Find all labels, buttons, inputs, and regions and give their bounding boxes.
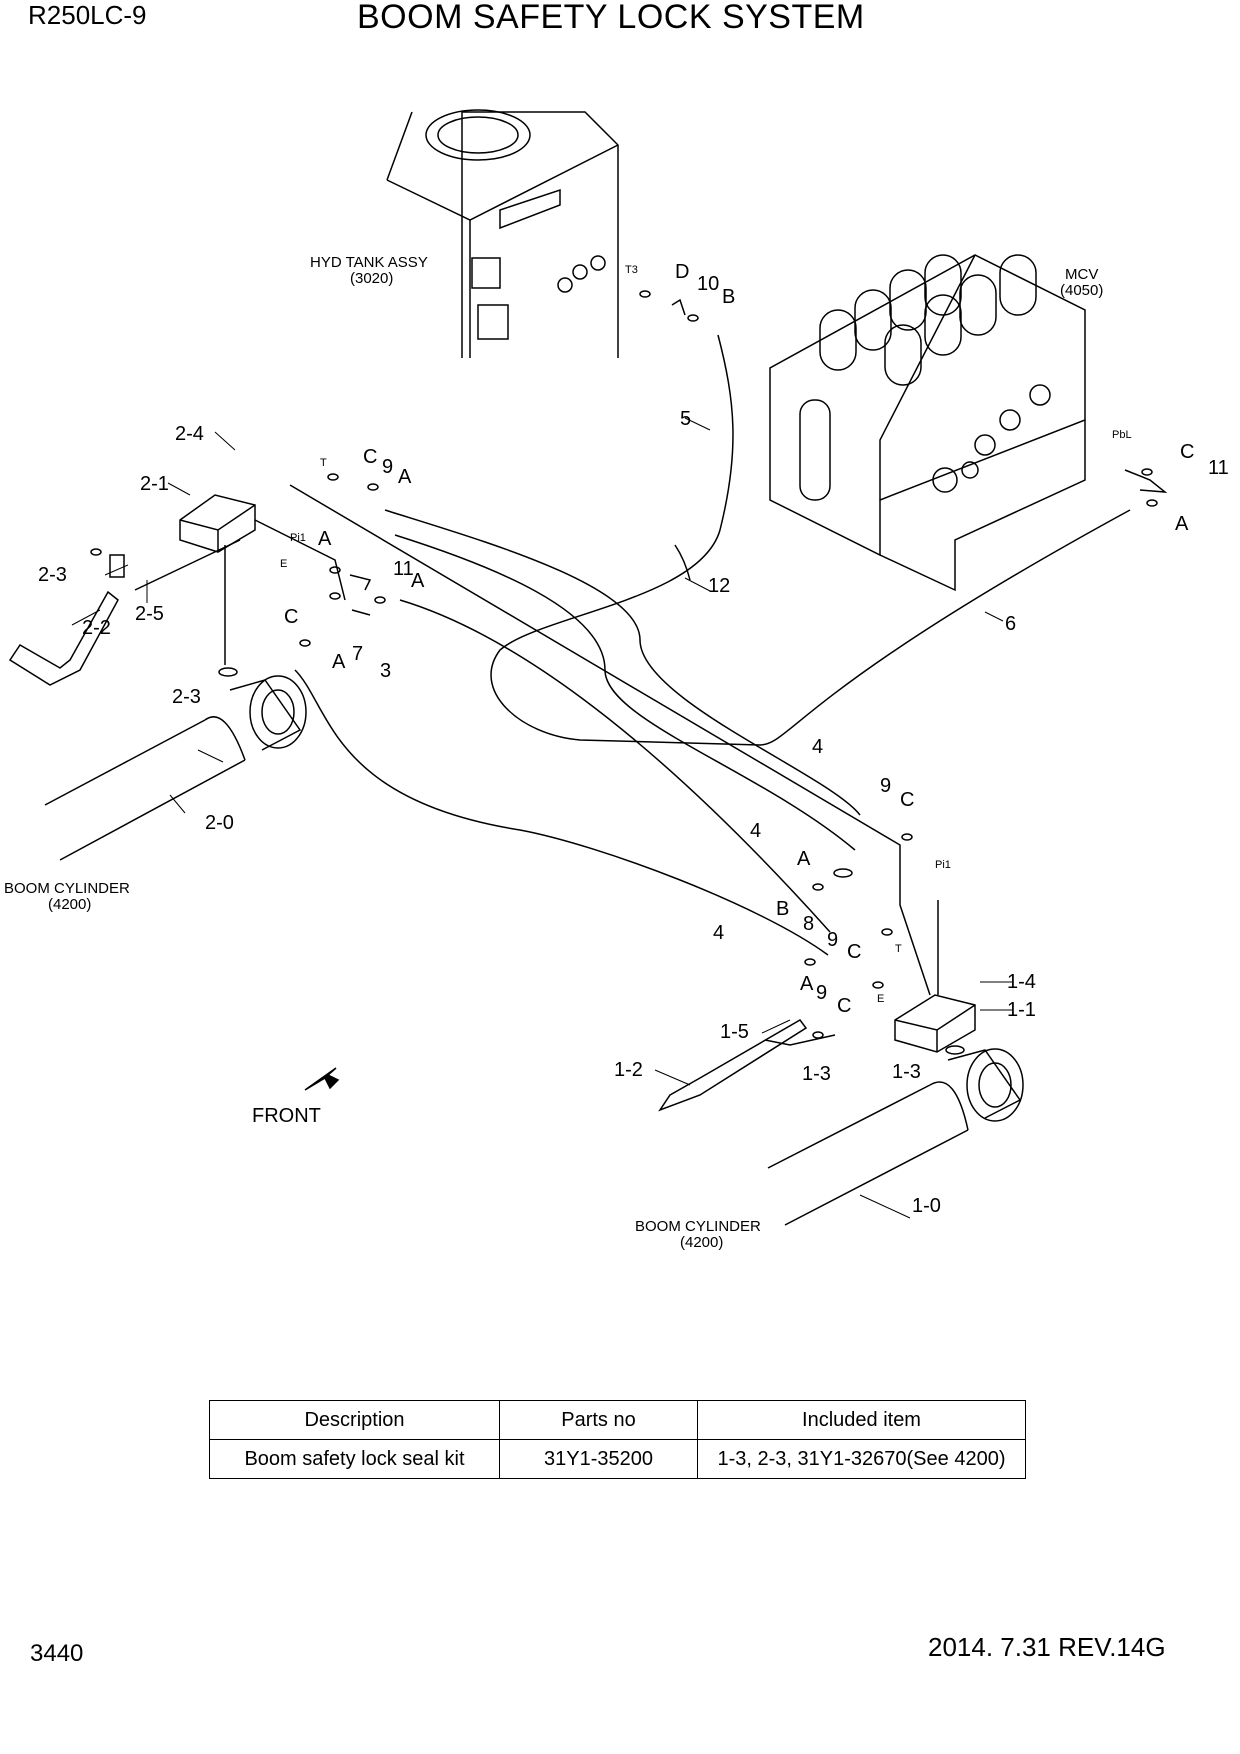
boom-cylinder-left-code: (4200) [48,896,91,913]
lever-2-2-drawing [8,590,119,686]
callout-2-3-b: 2-3 [172,686,201,708]
callout-2-3: 2-3 [38,564,67,586]
bracket-2-2 [109,554,125,578]
hoses [134,334,1131,1046]
model-number: R250LC-9 [28,0,147,30]
page-number: 3440 [30,1640,84,1667]
callout-2-4: 2-4 [175,423,204,445]
boom-cylinder-right-drawing [767,1048,1024,1226]
callout-2-2: 2-2 [82,617,111,639]
callout-9-c: 9 [827,929,838,951]
callout-b: B [722,286,735,308]
cell-description: Boom safety lock seal kit [209,1439,500,1479]
page-title: BOOM SAFETY LOCK SYSTEM [357,0,865,36]
callouts: T3 D 10 B 5 2-4 T C 9 A 2-1 Pi1 A E 11 A… [38,261,1229,1217]
hyd-tank-caption: HYD TANK ASSY [310,254,428,271]
callout-a-3: A [411,570,425,592]
callout-2-5: 2-5 [135,603,164,625]
parts-table-header-row: Description Parts no Included item [209,1400,1026,1440]
callout-a-7: A [800,973,814,995]
callout-c-5: C [847,941,861,963]
callout-12: 12 [708,575,730,597]
callout-t3: T3 [625,264,638,276]
mcv-drawing [769,254,1086,592]
callout-10: 10 [697,273,719,295]
callout-c-4: C [900,789,914,811]
callout-d: D [675,261,689,283]
callout-t: T [320,457,327,469]
callout-a: A [398,466,412,488]
lock-valve-1-1-drawing [894,994,976,1053]
callout-1-3-b: 1-3 [892,1061,921,1083]
callout-1-4: 1-4 [1007,971,1036,993]
callout-b-2: B [776,898,789,920]
callout-9-b: 9 [880,775,891,797]
callout-a-2: A [318,528,332,550]
callout-c-3: C [1180,441,1194,463]
callout-1-5: 1-5 [720,1021,749,1043]
callout-9-d: 9 [816,982,827,1004]
callout-pi1: Pi1 [290,532,306,544]
callout-11: 11 [393,558,414,580]
parts-table: Description Parts no Included item Boom … [209,1400,1026,1479]
cell-included-item: 1-3, 2-3, 31Y1-32670(See 4200) [697,1439,1026,1479]
boom-cylinder-left-caption: BOOM CYLINDER [4,880,130,897]
callout-e-2: E [877,993,884,1005]
boom-cylinder-right-caption: BOOM CYLINDER [635,1218,761,1235]
callout-8: 8 [803,913,814,935]
callout-6: 6 [1005,613,1016,635]
callout-7: 7 [352,643,363,665]
callout-4-c: 4 [713,922,724,944]
callout-5: 5 [680,408,691,430]
callout-2-1: 2-1 [140,473,169,495]
callout-c-6: C [837,995,851,1017]
callout-3: 3 [380,660,391,682]
callout-c-2: C [284,606,298,628]
hyd-tank-code: (3020) [350,270,393,287]
callout-a-5: A [1175,513,1189,535]
header-included-item: Included item [697,1400,1026,1440]
callout-a-4: A [332,651,346,673]
header-parts-no: Parts no [499,1400,698,1440]
mcv-caption: MCV [1065,266,1098,283]
callout-1-2: 1-2 [614,1059,643,1081]
header-description: Description [209,1400,500,1440]
leader-lines [71,417,1012,1219]
mcv-code: (4050) [1060,282,1103,299]
boom-cylinder-right-code: (4200) [680,1234,723,1251]
front-arrow-icon [304,1067,340,1091]
callout-t-2: T [895,943,902,955]
callout-4-b: 4 [750,820,761,842]
callout-a-6: A [797,848,811,870]
callout-1-0: 1-0 [912,1195,941,1217]
callout-1-1: 1-1 [1007,999,1036,1021]
table-row: Boom safety lock seal kit 31Y1-35200 1-3… [209,1439,1026,1479]
callout-pbl: PbL [1112,429,1132,441]
callout-c: C [363,446,377,468]
cell-parts-no: 31Y1-35200 [499,1439,698,1479]
hyd-tank-drawing [386,109,619,358]
fittings [90,290,1168,1055]
callout-pi1-b: Pi1 [935,859,951,871]
boom-cylinder-left-drawing [44,675,307,861]
callout-11-b: 11 [1208,457,1229,479]
revision-date: 2014. 7.31 REV.14G [928,1632,1166,1662]
callout-1-3: 1-3 [802,1063,831,1085]
callout-e: E [280,558,287,570]
callout-4: 4 [812,736,823,758]
lever-1-2-drawing [658,1019,808,1112]
callout-2-0: 2-0 [205,812,234,834]
lock-valve-2-1-drawing [179,494,256,553]
front-label: FRONT [252,1105,321,1127]
callout-9: 9 [382,456,393,478]
